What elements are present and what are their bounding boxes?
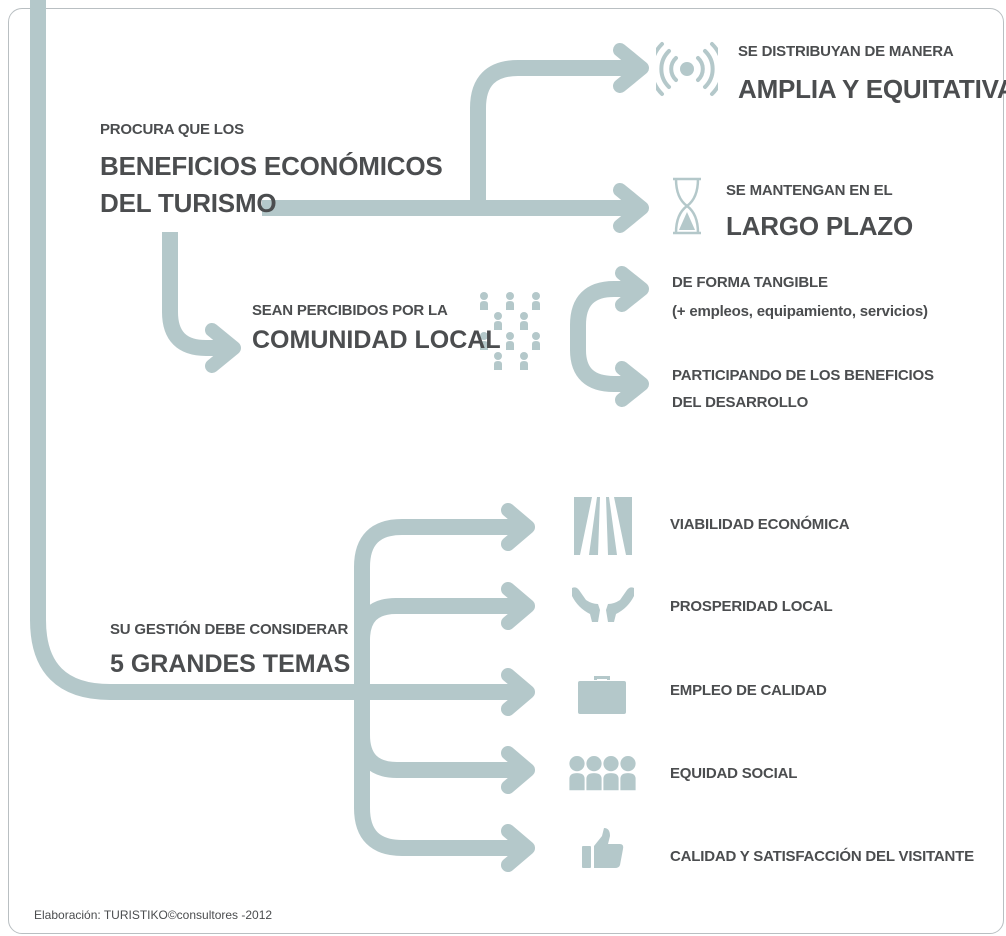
broadcast-signal-icon	[656, 42, 718, 96]
tangible-line1: DE FORMA TANGIBLE	[672, 274, 828, 291]
management-small: SU GESTIÓN DEBE CONSIDERAR	[110, 621, 349, 638]
community-big: COMUNIDAD LOCAL	[252, 326, 501, 354]
theme-label-3: EMPLEO DE CALIDAD	[670, 682, 827, 699]
arrow-theme-3	[501, 668, 535, 716]
benefits-title-line2: DEL TURISMO	[100, 188, 277, 218]
theme-4-connector	[354, 734, 526, 778]
thumbs-up-icon	[582, 828, 624, 868]
benefits-to-distribution-connector	[470, 60, 640, 208]
arrow-longterm	[613, 183, 649, 233]
community-branch-connector	[570, 281, 640, 392]
tangible-line2: (+ empleos, equipamiento, servicios)	[672, 303, 928, 320]
hourglass-icon	[673, 177, 701, 235]
arrow-community	[205, 323, 241, 373]
credit-note: Elaboración: TURISTIKO©consultores -2012	[34, 908, 273, 922]
road-icon	[574, 497, 632, 555]
longterm-big: LARGO PLAZO	[726, 211, 914, 241]
arrow-theme-1	[501, 503, 535, 551]
benefits-to-community-connector	[162, 232, 234, 356]
theme-label-1: VIABILIDAD ECONÓMICA	[670, 516, 850, 533]
distribution-big: AMPLIA Y EQUITATIVA	[738, 74, 1006, 104]
hands-icon	[572, 587, 634, 622]
arrow-theme-5	[501, 824, 535, 872]
benefits-intro: PROCURA QUE LOS	[100, 121, 244, 138]
theme-label-5: CALIDAD Y SATISFACCIÓN DEL VISITANTE	[670, 848, 974, 865]
participation-line1: PARTICIPANDO DE LOS BENEFICIOS	[672, 367, 934, 384]
arrow-distribution	[613, 43, 649, 93]
people-row-icon	[569, 756, 636, 791]
theme-label-2: PROSPERIDAD LOCAL	[670, 598, 833, 615]
spine-connector	[30, 0, 360, 700]
community-small: SEAN PERCIBIDOS POR LA	[252, 302, 448, 319]
diagram-frame	[8, 8, 1004, 934]
arrow-participation	[615, 361, 649, 407]
participation-line2: DEL DESARROLLO	[672, 394, 809, 411]
arrow-theme-2	[501, 582, 535, 630]
management-big: 5 GRANDES TEMAS	[110, 650, 351, 678]
distribution-small: SE DISTRIBUYAN DE MANERA	[738, 43, 954, 60]
crowd-icon	[480, 292, 540, 370]
arrow-theme-4	[501, 746, 535, 794]
arrow-tangible	[615, 266, 649, 312]
theme-2-connector	[354, 598, 526, 641]
briefcase-icon	[578, 676, 626, 714]
benefits-title-line1: BENEFICIOS ECONÓMICOS	[100, 151, 443, 181]
theme-label-4: EQUIDAD SOCIAL	[670, 765, 798, 782]
longterm-small: SE MANTENGAN EN EL	[726, 182, 893, 199]
